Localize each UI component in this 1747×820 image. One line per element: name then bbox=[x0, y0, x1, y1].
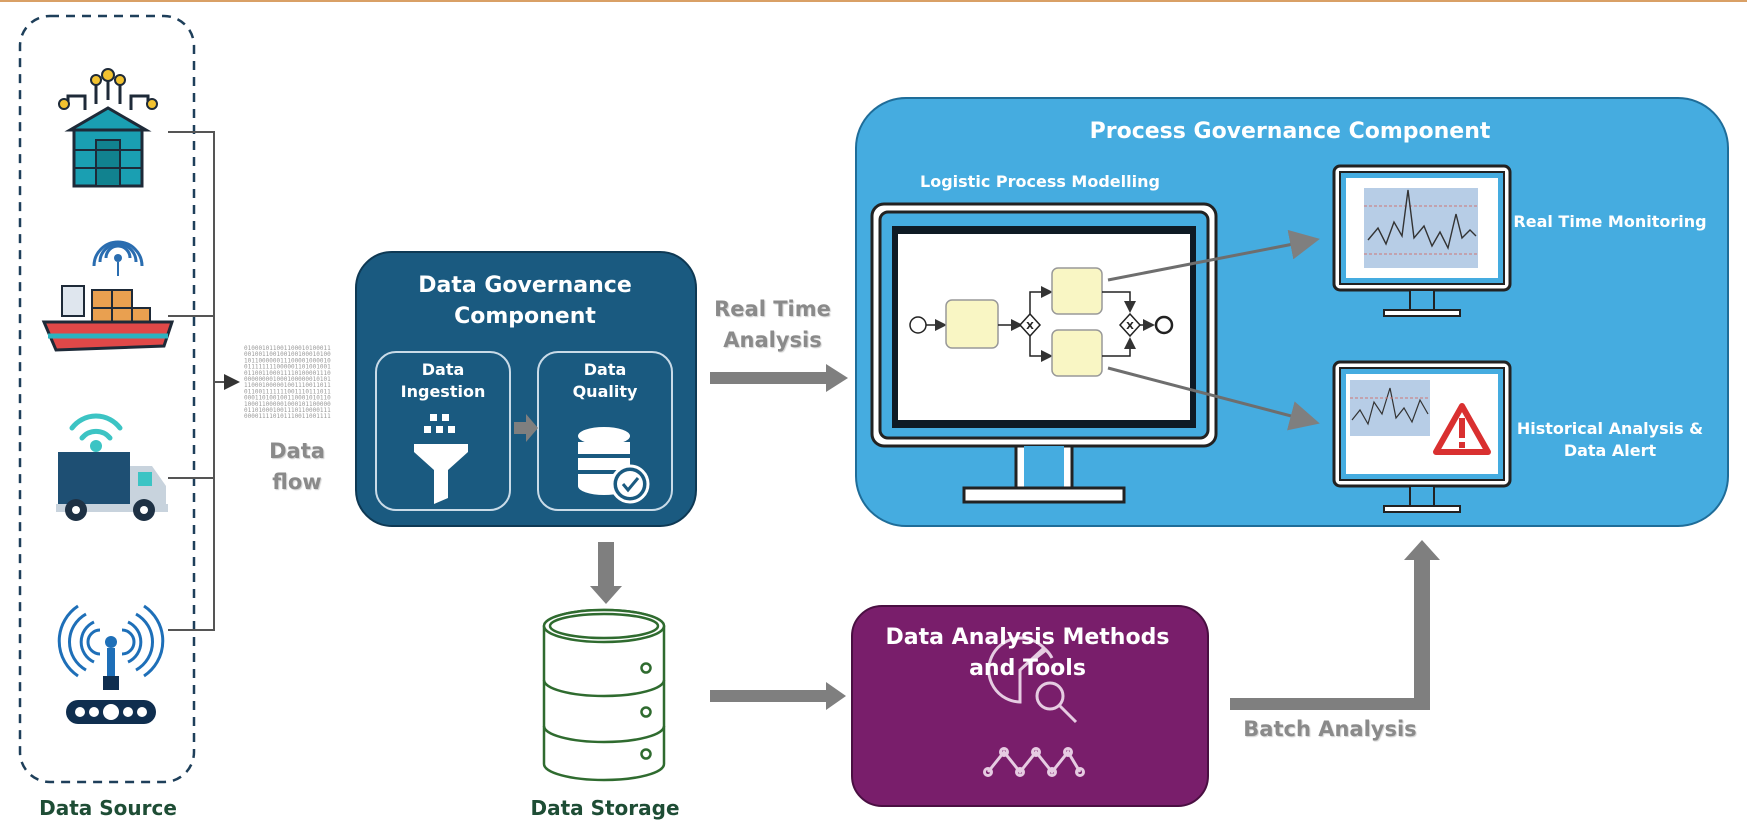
binary-digits: 000110100100110001010110 bbox=[244, 395, 331, 402]
bpmn-process-diagram: X X bbox=[909, 267, 1174, 377]
data-flow-label: Data flow bbox=[269, 439, 325, 494]
historical-monitor bbox=[1332, 360, 1512, 513]
binary-digits: 011010001001110110000111 bbox=[244, 407, 331, 414]
real-time-analysis-arrow bbox=[710, 364, 848, 392]
top-border-line bbox=[0, 0, 1747, 2]
smart-factory-icon bbox=[58, 68, 158, 188]
binary-digits: 000000001000100000010101 bbox=[244, 376, 331, 383]
data-source-label: Data Source bbox=[39, 796, 177, 820]
binary-digits: 100011000001000101100000 bbox=[244, 401, 331, 408]
binary-digits: 000011110101110011001111 bbox=[244, 413, 331, 420]
funnel-icon bbox=[414, 414, 468, 504]
binary-digits: 011001111111001110111011 bbox=[244, 388, 331, 395]
source-connectors bbox=[168, 131, 240, 631]
wireless-sensor-icon bbox=[57, 604, 165, 724]
historical-analysis-label: Historical Analysis & Data Alert bbox=[1516, 419, 1704, 460]
to-storage-arrow bbox=[590, 542, 622, 604]
svg-text:X: X bbox=[1026, 321, 1034, 332]
to-monitoring-arrow bbox=[1107, 229, 1320, 282]
real-time-analysis-label: Real Time Analysis bbox=[714, 297, 831, 352]
to-historical-arrow bbox=[1107, 366, 1320, 431]
binary-digits: 011111111000001101001001 bbox=[244, 364, 331, 371]
data-ingestion-label: Data Ingestion bbox=[400, 360, 486, 401]
binary-digits: 110001000001001110011011 bbox=[244, 382, 331, 389]
cargo-ship-icon bbox=[41, 240, 175, 352]
to-analysis-arrow bbox=[710, 682, 846, 710]
ingestion-to-quality-arrow bbox=[514, 414, 538, 442]
data-flow-binary-stream: 0100010110011000101000110010011001001001… bbox=[244, 345, 331, 420]
data-analysis-box bbox=[851, 605, 1209, 807]
delivery-truck-icon bbox=[56, 413, 168, 521]
data-storage-icon bbox=[542, 608, 666, 782]
analytics-icon bbox=[983, 636, 1085, 777]
binary-digits: 011001100011110100001110 bbox=[244, 370, 331, 377]
data-storage-label: Data Storage bbox=[530, 796, 680, 820]
binary-digits: 001001100100100100010100 bbox=[244, 351, 331, 358]
real-time-monitor bbox=[1332, 164, 1512, 317]
data-quality-label: Data Quality bbox=[572, 360, 638, 401]
database-check-icon bbox=[578, 427, 650, 504]
batch-analysis-arrow bbox=[1230, 540, 1440, 710]
data-governance-title: Data Governance Component bbox=[418, 273, 632, 329]
data-analysis-title: Data Analysis Methods and Tools bbox=[885, 625, 1170, 681]
binary-digits: 101100000011100001000010 bbox=[244, 357, 331, 364]
process-governance-title: Process Governance Component bbox=[1089, 119, 1491, 144]
data-source-container bbox=[18, 14, 196, 784]
real-time-monitoring-label: Real Time Monitoring bbox=[1513, 212, 1707, 231]
batch-analysis-label: Batch Analysis bbox=[1243, 717, 1417, 741]
binary-digits: 010001011001100010100011 bbox=[244, 345, 331, 352]
logistic-process-modelling-label: Logistic Process Modelling bbox=[920, 172, 1160, 191]
svg-text:X: X bbox=[1126, 321, 1134, 332]
